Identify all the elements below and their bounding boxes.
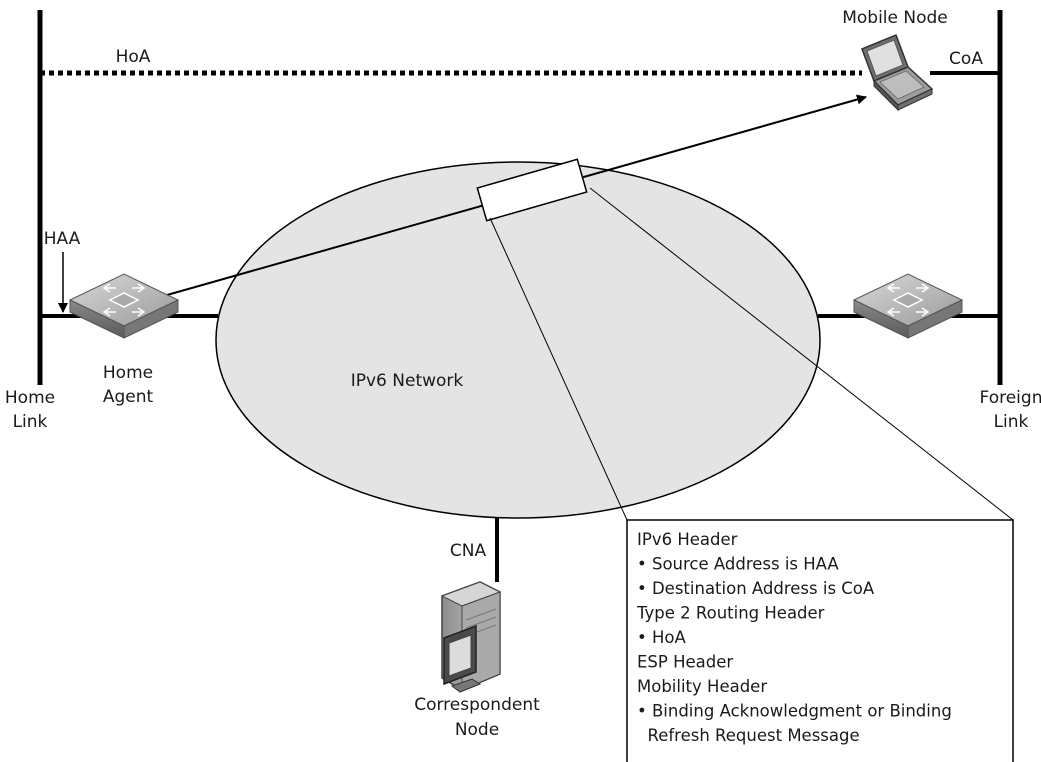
packet-contents-line: Type 2 Routing Header	[636, 604, 825, 623]
correspondent-node-label-1: Correspondent	[414, 695, 540, 715]
callout-line-right	[589, 187, 1014, 521]
foreign-router-icon	[852, 273, 964, 339]
laptop-icon	[861, 34, 934, 112]
packet-contents-line: IPv6 Header	[637, 530, 738, 549]
packet-contents-line: ESP Header	[637, 653, 733, 672]
home-agent-router-icon	[68, 273, 180, 339]
ipv6-network-label: IPv6 Network	[351, 371, 464, 391]
packet-contents-line: Refresh Request Message	[637, 726, 860, 745]
hoa-label: HoA	[116, 47, 151, 67]
packet-contents-box	[626, 519, 1014, 762]
packet-contents-line: Mobility Header	[637, 677, 767, 696]
server-pc-icon	[440, 581, 502, 693]
haa-label: HAA	[44, 229, 81, 249]
packet-contents-line: • Binding Acknowledgment or Binding	[637, 702, 952, 721]
packet-contents-text: IPv6 Header • Source Address is HAA • Dest…	[636, 530, 952, 745]
foreign-link-label-1: Foreign	[980, 388, 1041, 408]
home-link-label-2: Link	[13, 412, 48, 432]
correspondent-node-label-2: Node	[455, 720, 499, 740]
packet-contents-line: • Source Address is HAA	[637, 555, 839, 574]
home-link-label-1: Home	[5, 388, 55, 408]
mobile-node-label: Mobile Node	[842, 8, 948, 28]
packet-contents-line: • Destination Address is CoA	[637, 579, 875, 598]
packet-box	[476, 158, 588, 222]
home-agent-label-2: Agent	[103, 387, 154, 407]
foreign-link-label-2: Link	[994, 412, 1029, 432]
cna-label: CNA	[450, 541, 487, 561]
home-agent-label-1: Home	[103, 363, 153, 383]
packet-contents-line: • HoA	[637, 628, 686, 647]
callout-line-left	[489, 217, 628, 521]
ipv6-network-ellipse	[215, 161, 821, 519]
coa-label: CoA	[949, 49, 983, 69]
